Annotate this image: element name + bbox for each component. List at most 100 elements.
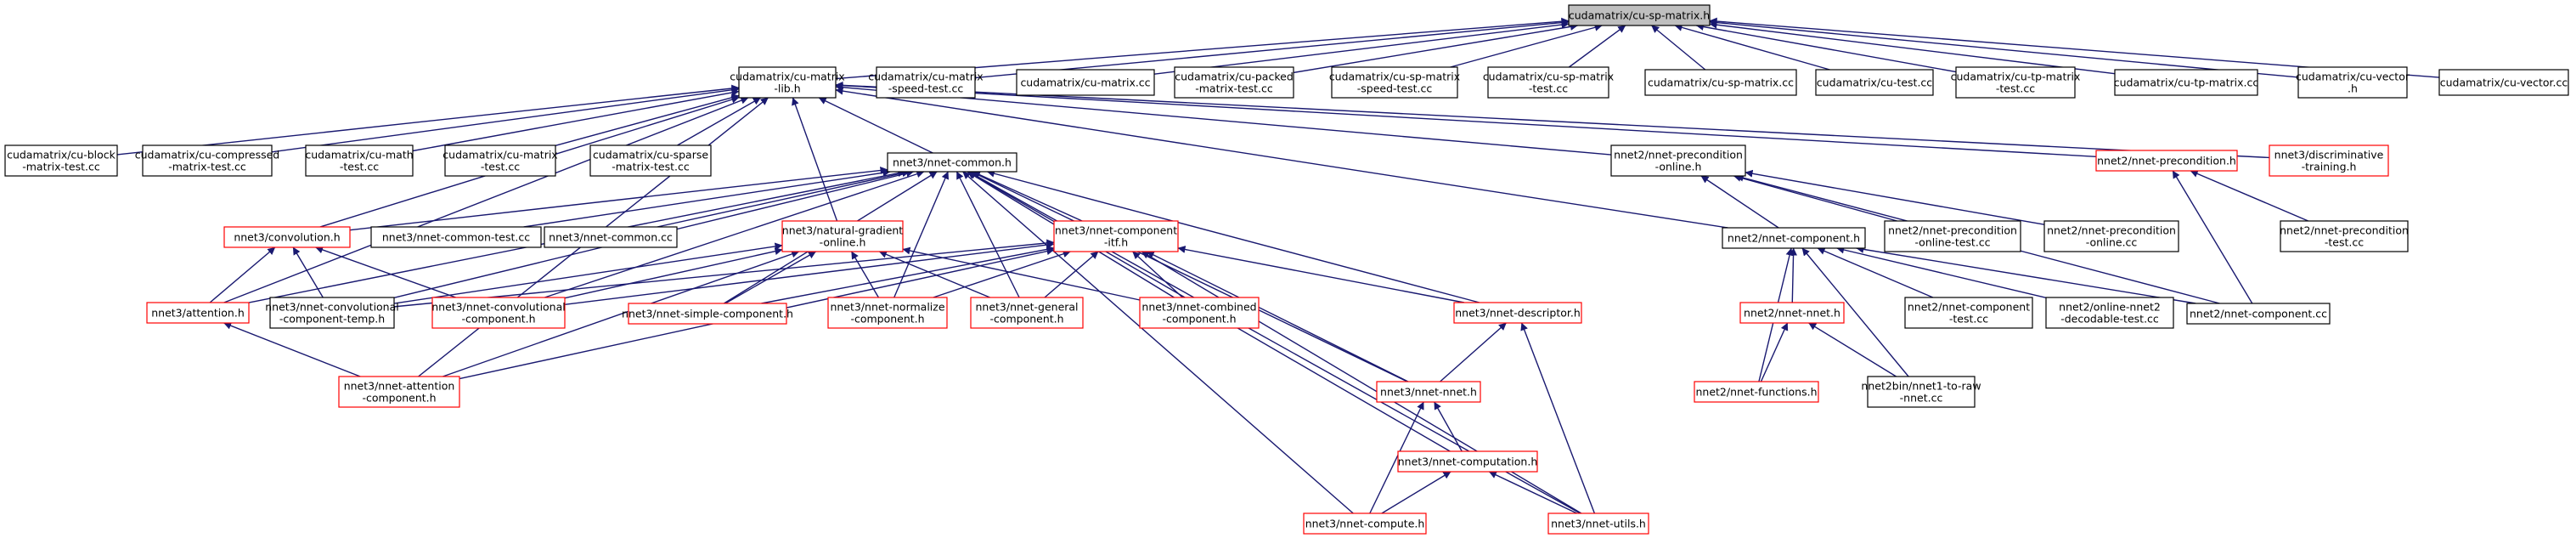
- edge-n3compute-to-n3nnet: [1369, 401, 1424, 514]
- edge-n3utils-to-n3descriptor: [1520, 322, 1596, 514]
- node-cusp_speed[interactable]: cudamatrix/cu-sp-matrix-speed-test.cc: [1329, 66, 1460, 99]
- edge-cumatrix_speed-to-root: [974, 19, 1570, 79]
- node-n3normalize[interactable]: nnet3/nnet-normalize-component.h: [827, 297, 948, 329]
- node-box: [628, 303, 787, 325]
- node-n3natgrad[interactable]: nnet3/natural-gradient-online.h: [781, 220, 904, 252]
- node-cutp_cc[interactable]: cudamatrix/cu-tp-matrix.cc: [2114, 69, 2259, 96]
- edge-cumatrixtest-to-cumatrixlib: [555, 93, 740, 146]
- node-label: nnet3/convolution.h: [234, 231, 340, 244]
- edge-n3utils-to-n3compitf: [1141, 251, 1582, 514]
- node-label: nnet3/nnet-common.cc: [549, 231, 673, 244]
- edge-cublock-to-cumatrixlib: [116, 84, 740, 156]
- node-label: cudamatrix/cu-math: [305, 149, 413, 161]
- node-box: [2280, 220, 2409, 252]
- edge-n3nnet-to-n3descriptor: [1440, 322, 1507, 382]
- node-box: [223, 226, 351, 248]
- node-cumath[interactable]: cudamatrix/cu-math-test.cc: [305, 144, 414, 177]
- node-cumatrix_cc[interactable]: cudamatrix/cu-matrix.cc: [1016, 69, 1155, 96]
- node-n3convcomp[interactable]: nnet3/nnet-convolutional-component.h: [431, 297, 566, 329]
- node-cutest[interactable]: cudamatrix/cu-test.cc: [1815, 69, 1934, 96]
- edge-n3attention-to-cumatrixlib: [223, 96, 749, 303]
- node-n2precononlinecc[interactable]: nnet2/nnet-precondition-online.cc: [2043, 220, 2179, 252]
- node-n3commontest[interactable]: nnet3/nnet-common-test.cc: [370, 226, 542, 248]
- node-box: [589, 144, 712, 177]
- node-label: nnet3/attention.h: [151, 307, 245, 320]
- edge-cutp_test-to-root: [1695, 23, 1957, 73]
- node-n2precononlinetest[interactable]: nnet2/nnet-precondition-online-test.cc: [1884, 220, 2021, 252]
- node-root[interactable]: cudamatrix/cu-sp-matrix.h: [1568, 4, 1711, 26]
- edge-n3general-to-nnetcommon: [955, 171, 1020, 298]
- node-label: nnet3/nnet-general: [975, 301, 1078, 314]
- node-nnetcommon[interactable]: nnet3/nnet-common.h: [887, 152, 1017, 173]
- node-n3convolution[interactable]: nnet3/convolution.h: [223, 226, 351, 248]
- edge-cuvector_h-to-root: [1709, 19, 2299, 78]
- node-n3convtemp[interactable]: nnet3/nnet-convolutional-component-temp.…: [265, 297, 399, 329]
- node-cuvector_cc[interactable]: cudamatrix/cu-vector.cc: [2438, 69, 2569, 96]
- node-cutp_test[interactable]: cudamatrix/cu-tp-matrix-test.cc: [1951, 66, 2081, 99]
- node-box: [269, 297, 395, 329]
- node-label: -online.h: [1655, 161, 1702, 173]
- node-box: [2043, 220, 2179, 252]
- node-cusp_cc[interactable]: cudamatrix/cu-sp-matrix.cc: [1644, 69, 1797, 96]
- node-n3attcomp[interactable]: nnet3/nnet-attention-component.h: [338, 376, 460, 408]
- node-box: [1487, 66, 1609, 99]
- edge-n2component-to-n2precon: [1700, 175, 1779, 229]
- node-cuvector_h[interactable]: cudamatrix/cu-vector.h: [2296, 66, 2410, 99]
- node-cupacked[interactable]: cudamatrix/cu-packed-matrix-test.cc: [1174, 66, 1294, 99]
- node-n2precon[interactable]: nnet2/nnet-precondition-online.h: [1610, 144, 1746, 177]
- node-n3descriptor[interactable]: nnet3/nnet-descriptor.h: [1453, 302, 1582, 324]
- node-cublock[interactable]: cudamatrix/cu-block-matrix-test.cc: [4, 144, 118, 177]
- node-label: nnet2/nnet-component.cc: [2190, 308, 2327, 320]
- node-label: cudamatrix/cu-matrix: [730, 71, 844, 83]
- node-label: nnet2/nnet-precondition: [2047, 224, 2176, 237]
- node-box: [1053, 220, 1179, 252]
- node-box: [146, 302, 250, 324]
- node-n3compitf[interactable]: nnet3/nnet-component-itf.h: [1053, 220, 1179, 252]
- node-box: [4, 144, 118, 177]
- edge-n3attention-to-n3convolution: [209, 246, 276, 303]
- node-n2precon_h[interactable]: nnet2/nnet-precondition.h: [2095, 150, 2238, 172]
- node-n3simple[interactable]: nnet3/nnet-simple-component.h: [622, 303, 793, 325]
- node-cumatrixlib[interactable]: cudamatrix/cu-matrix-lib.h: [730, 66, 845, 99]
- node-n2component[interactable]: nnet2/nnet-component.h: [1722, 227, 1866, 249]
- node-n3computation[interactable]: nnet3/nnet-computation.h: [1397, 450, 1538, 473]
- node-n2precontest[interactable]: nnet2/nnet-precondition-test.cc: [2280, 220, 2409, 252]
- node-box: [2269, 144, 2389, 177]
- edge-n2component-to-cumatrixlib: [835, 87, 1728, 229]
- node-label: cudamatrix/cu-test.cc: [1817, 76, 1933, 89]
- node-label: cudamatrix/cu-packed: [1175, 71, 1294, 83]
- node-cumatrixtest[interactable]: cudamatrix/cu-matrix-test.cc: [442, 144, 558, 177]
- node-n2bin[interactable]: nnet2bin/nnet1-to-raw-nnet.cc: [1861, 376, 1981, 408]
- node-n3commoncc[interactable]: nnet3/nnet-common.cc: [544, 226, 678, 248]
- edge-n3general-to-n3compitf: [1044, 251, 1099, 298]
- node-label: -matrix-test.cc: [1195, 82, 1273, 95]
- node-cusp_test[interactable]: cudamatrix/cu-sp-matrix-test.cc: [1483, 66, 1614, 99]
- node-n3attention[interactable]: nnet3/attention.h: [146, 302, 250, 324]
- node-n3utils[interactable]: nnet3/nnet-utils.h: [1547, 513, 1649, 535]
- node-n2componentcc[interactable]: nnet2/nnet-component.cc: [2186, 303, 2331, 325]
- node-n2comptest[interactable]: nnet2/nnet-component-test.cc: [1904, 297, 2033, 329]
- node-cucompressed[interactable]: cudamatrix/cu-compressed-matrix-test.cc: [135, 144, 280, 177]
- node-label: -itf.h: [1104, 236, 1128, 249]
- node-label: -matrix-test.cc: [168, 161, 246, 173]
- node-cusparse[interactable]: cudamatrix/cu-sparse-matrix-test.cc: [589, 144, 712, 177]
- node-label: cudamatrix/cu-tp-matrix: [1951, 71, 2081, 83]
- node-box: [1955, 66, 2076, 99]
- node-n3combined[interactable]: nnet3/nnet-combined-component.h: [1139, 297, 1260, 329]
- node-n2onlinenet2[interactable]: nnet2/online-nnet2-decodable-test.cc: [2045, 297, 2174, 329]
- node-n3compute[interactable]: nnet3/nnet-compute.h: [1303, 513, 1427, 535]
- node-cumatrix_speed[interactable]: cudamatrix/cu-matrix-speed-test.cc: [868, 66, 984, 99]
- node-n3nnet[interactable]: nnet3/nnet-nnet.h: [1376, 381, 1481, 403]
- edge-cumatrix_cc-to-root: [1153, 20, 1570, 75]
- node-n3discrim[interactable]: nnet3/discriminative-training.h: [2269, 144, 2389, 177]
- node-label: -component.h: [989, 313, 1063, 326]
- node-n2functions[interactable]: nnet2/nnet-functions.h: [1694, 381, 1819, 403]
- edge-n3convcomp-to-nnetcommon: [544, 170, 925, 298]
- edge-n2componentcc-to-n2precon_h: [2172, 170, 2253, 304]
- edge-cusp_test-to-root: [1568, 25, 1626, 68]
- node-n2nnet[interactable]: nnet2/nnet-nnet.h: [1739, 302, 1845, 324]
- edge-n3general-to-n3natgrad: [878, 251, 990, 298]
- edge-n3commontest-to-nnetcommon: [523, 168, 891, 228]
- node-n3general[interactable]: nnet3/nnet-general-component.h: [970, 297, 1084, 329]
